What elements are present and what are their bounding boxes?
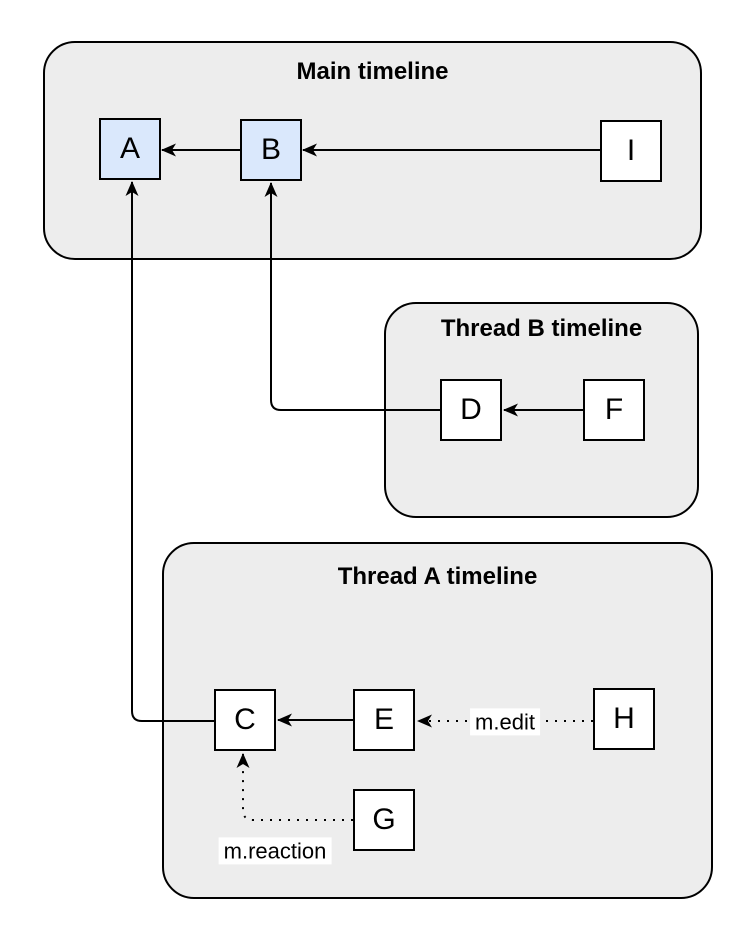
node-I: I [600,120,662,182]
node-E: E [353,689,415,751]
node-B: B [240,119,302,181]
node-C: C [214,689,276,751]
container-title-thread-a-timeline: Thread A timeline [337,563,538,590]
edge-h-to-e-label: m.edit [470,708,540,736]
container-title-main-timeline: Main timeline [296,58,449,85]
node-F: F [583,379,645,441]
node-H: H [593,688,655,750]
node-D: D [440,379,502,441]
node-A: A [99,118,161,180]
edge-g-to-c-label: m.reaction [218,837,332,865]
node-G: G [353,789,415,851]
container-title-thread-b-timeline: Thread B timeline [440,315,643,342]
